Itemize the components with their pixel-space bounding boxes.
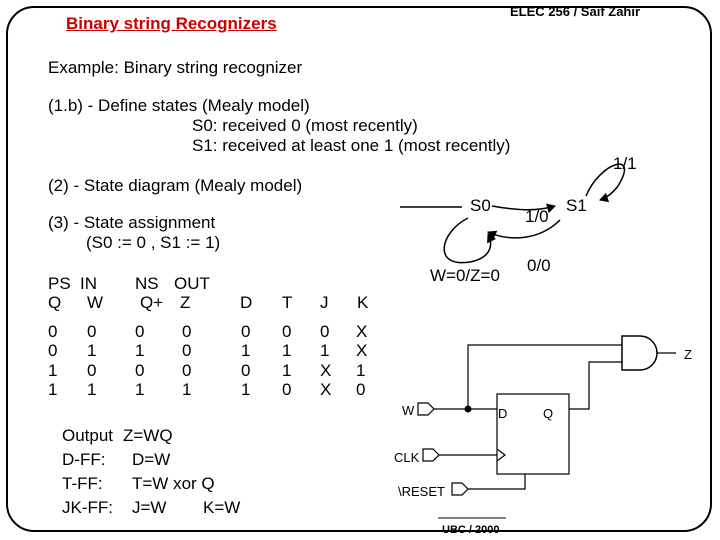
cell-k: X <box>356 322 368 341</box>
equation-label: JK-FF: <box>62 498 113 517</box>
cell-j: X <box>320 361 332 380</box>
header-ps: PS <box>48 274 71 293</box>
cell-w: 1 <box>87 380 97 399</box>
slide-title: Binary string Recognizers <box>66 14 277 33</box>
wire-reset <box>468 474 526 490</box>
header-qplus: Q+ <box>140 293 164 312</box>
cell-k: 1 <box>356 361 366 380</box>
example-heading: Example: Binary string recognizer <box>48 58 303 77</box>
header-j: J <box>320 293 329 312</box>
header-ns: NS <box>135 274 159 293</box>
course-label: ELEC 256 / Saif Zahir <box>510 4 641 19</box>
header-k: K <box>357 293 369 312</box>
s0-to-s1-arrow <box>491 203 556 214</box>
s0-to-s1-label: 1/0 <box>525 207 549 226</box>
step3-heading: (3) - State assignment <box>48 213 216 232</box>
cell-d: 1 <box>241 380 251 399</box>
header-t: T <box>282 293 293 312</box>
cell-k: 0 <box>356 380 366 399</box>
slide-frame <box>6 6 712 532</box>
header-in: IN <box>80 274 97 293</box>
cell-z: 0 <box>182 341 192 360</box>
w-label: W <box>402 403 415 418</box>
z-label: Z <box>684 347 692 362</box>
reset-input-arrow <box>451 482 469 496</box>
cell-j: 0 <box>320 322 330 341</box>
d-pin-label: D <box>498 406 508 421</box>
w-input-arrow <box>417 402 435 416</box>
s1-to-s0-arrow <box>487 219 561 240</box>
d-flip-flop <box>496 393 570 475</box>
cell-k: X <box>356 341 368 360</box>
cell-q: 1 <box>48 361 58 380</box>
equation-jff-j: J=W <box>132 498 167 517</box>
circuit-schematic <box>417 335 676 496</box>
q-pin-label: Q <box>543 406 554 421</box>
cell-d: 0 <box>241 361 251 380</box>
s1-self-loop-label: 1/1 <box>613 154 637 173</box>
cell-t: 1 <box>282 361 292 380</box>
state-diagram <box>400 163 626 264</box>
cell-q: 0 <box>48 341 58 360</box>
cell-t: 0 <box>282 322 292 341</box>
equation-output: Z=WQ <box>123 426 173 445</box>
cell-j: X <box>320 380 332 399</box>
cell-t: 0 <box>282 380 292 399</box>
cell-qplus: 1 <box>135 341 145 360</box>
equation-label: T-FF: <box>62 474 103 493</box>
cell-w: 0 <box>87 361 97 380</box>
step1-heading: (1.b) - Define states (Mealy model) <box>48 96 310 115</box>
cell-w: 0 <box>87 322 97 341</box>
cell-z: 0 <box>182 361 192 380</box>
cell-j: 1 <box>320 341 330 360</box>
wire-q-to-and <box>569 361 622 410</box>
header-out: OUT <box>174 274 210 293</box>
cell-z: 1 <box>182 380 192 399</box>
state-s0-definition: S0: received 0 (most recently) <box>192 116 418 135</box>
clk-label: CLK <box>394 450 420 465</box>
header-d: D <box>240 293 253 312</box>
reset-label: \RESET <box>398 484 445 499</box>
cell-w: 1 <box>87 341 97 360</box>
cell-d: 1 <box>241 341 251 360</box>
header-q: Q <box>48 293 62 312</box>
cell-qplus: 0 <box>135 361 145 380</box>
header-w: W <box>87 293 104 312</box>
state-s0-label: S0 <box>470 196 491 215</box>
clock-triangle <box>496 448 506 462</box>
cell-z: 0 <box>182 322 192 341</box>
cell-qplus: 0 <box>135 322 145 341</box>
cell-q: 0 <box>48 322 58 341</box>
equation-jkff-k: K=W <box>203 498 241 517</box>
state-s1-definition: S1: received at least one 1 (most recent… <box>192 136 511 155</box>
header-z: Z <box>180 293 191 312</box>
step2-heading: (2) - State diagram (Mealy model) <box>48 176 303 195</box>
equation-label: Output <box>62 426 114 445</box>
clk-input-arrow <box>422 448 440 462</box>
state-assignment: (S0 := 0 , S1 := 1) <box>86 233 221 252</box>
and-gate <box>621 335 658 371</box>
s1-to-s0-label: 0/0 <box>527 256 551 275</box>
footer-label: UBC / 2000 <box>442 524 500 536</box>
cell-q: 1 <box>48 380 58 399</box>
wire-w-to-and <box>467 344 622 409</box>
s0-self-loop <box>443 217 497 264</box>
cell-qplus: 1 <box>135 380 145 399</box>
s0-self-loop-label: W=0/Z=0 <box>430 266 500 285</box>
equation-dff: D=W <box>132 450 171 469</box>
state-s1-label: S1 <box>566 196 587 215</box>
cell-t: 1 <box>282 341 292 360</box>
equation-label: D-FF: <box>62 450 106 469</box>
equation-tff: T=W xor Q <box>132 474 215 493</box>
cell-d: 0 <box>241 322 251 341</box>
s1-self-loop <box>585 163 626 203</box>
